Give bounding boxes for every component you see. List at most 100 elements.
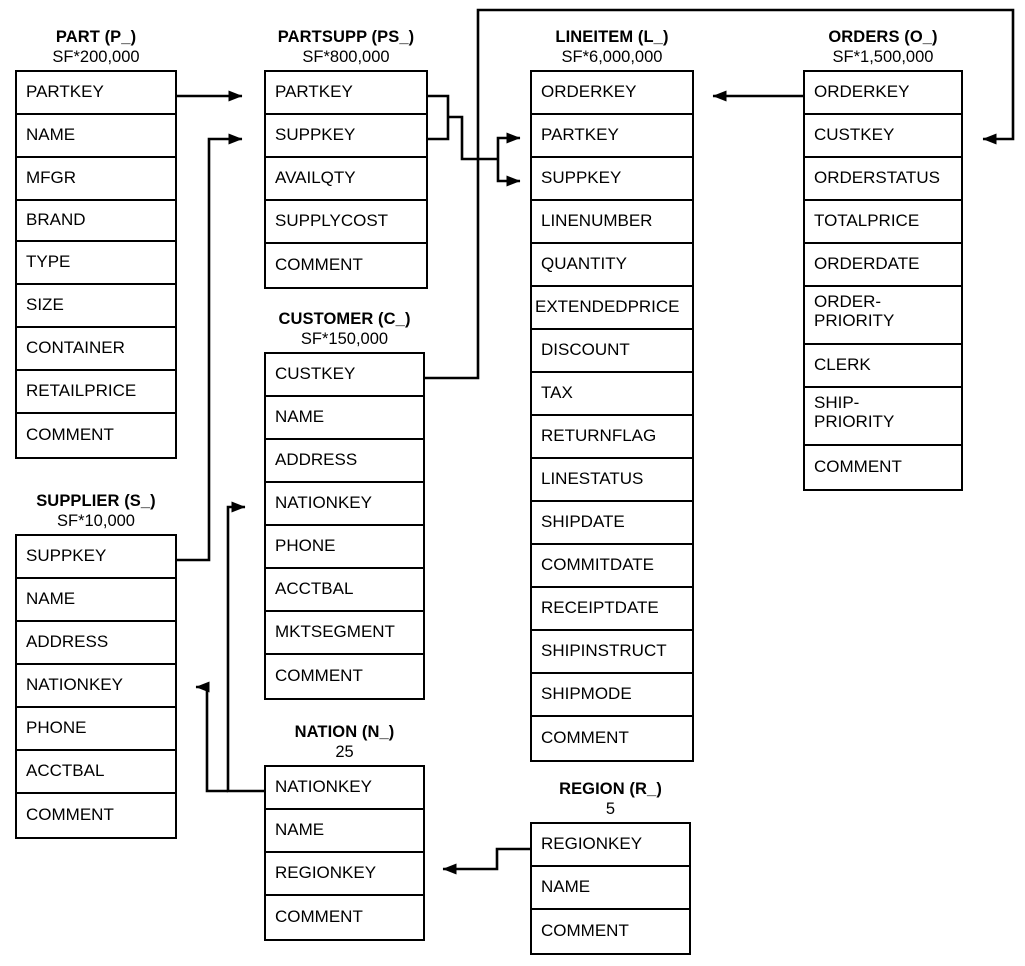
entity-region-cardinality: 5 (605, 799, 616, 818)
entity-nation-table: NATIONKEY NAME REGIONKEY COMMENT (264, 764, 425, 941)
attr-customer-phone[interactable]: PHONE (266, 526, 423, 569)
entity-partsupp-cardinality: SF*800,000 (302, 47, 390, 66)
attr-nation-nationkey[interactable]: NATIONKEY (266, 767, 423, 810)
attr-orders-comment[interactable]: COMMENT (814, 457, 902, 477)
attr-lineitem-orderkey[interactable]: ORDERKEY (532, 72, 692, 115)
attr-customer-comment[interactable]: COMMENT (275, 666, 363, 686)
link-partsupp-stem (448, 115, 498, 161)
attr-lineitem-extendedprice[interactable]: EXTENDEDPRICE (532, 287, 692, 330)
entity-orders: ORDERS (O_) SF*1,500,000 ORDERKEY CUSTKE… (803, 28, 963, 491)
attr-lineitem-partkey[interactable]: PARTKEY (532, 115, 692, 158)
attr-lineitem-returnflag[interactable]: RETURNFLAG (532, 416, 692, 459)
attr-lineitem-discount[interactable]: DISCOUNT (532, 330, 692, 373)
attr-customer-custkey[interactable]: CUSTKEY (266, 354, 423, 397)
attr-part-brand[interactable]: BRAND (17, 201, 175, 242)
attr-supplier-address[interactable]: ADDRESS (17, 622, 175, 665)
attr-part-retailprice[interactable]: RETAILPRICE (17, 371, 175, 414)
entity-customer-table: CUSTKEY NAME ADDRESS NATIONKEY PHONE ACC… (264, 351, 425, 700)
entity-orders-title: ORDERS (O_) (828, 28, 938, 46)
attr-orders-order-priority-line1: ORDER- (814, 291, 882, 311)
link-partsupp-lineitem-suppkey (496, 159, 521, 187)
attr-lineitem-commitdate[interactable]: COMMITDATE (532, 545, 692, 588)
entity-region-table: REGIONKEY NAME COMMENT (530, 821, 691, 955)
attr-partsupp-suppkey[interactable]: SUPPKEY (266, 115, 426, 158)
entity-orders-table: ORDERKEY CUSTKEY ORDERSTATUS TOTALPRICE … (803, 69, 963, 491)
attr-orders-ship-priority-line2: PRIORITY (814, 412, 895, 432)
attr-orders-totalprice[interactable]: TOTALPRICE (805, 201, 961, 244)
attr-orders-clerk[interactable]: CLERK (805, 345, 961, 388)
entity-lineitem-table: ORDERKEY PARTKEY SUPPKEY LINENUMBER QUAN… (530, 69, 694, 762)
attr-orders-ship-priority[interactable]: SHIP- PRIORITY (805, 388, 961, 446)
attr-partsupp-partkey[interactable]: PARTKEY (266, 72, 426, 115)
attr-partsupp-supplycost[interactable]: SUPPLYCOST (266, 201, 426, 244)
attr-lineitem-linestatus[interactable]: LINESTATUS (532, 459, 692, 502)
attr-supplier-nationkey[interactable]: NATIONKEY (17, 665, 175, 708)
link-supplier-partsupp (177, 133, 243, 562)
entity-part: PART (P_) SF*200,000 PARTKEY NAME MFGR B… (15, 28, 177, 459)
entity-customer-title: CUSTOMER (C_) (278, 310, 411, 328)
entity-partsupp: PARTSUPP (PS_) SF*800,000 PARTKEY SUPPKE… (264, 28, 428, 289)
entity-region: REGION (R_) 5 REGIONKEY NAME COMMENT (530, 780, 691, 955)
entity-part-table: PARTKEY NAME MFGR BRAND TYPE SIZE CONTAI… (15, 69, 177, 459)
entity-supplier-title: SUPPLIER (S_) (36, 492, 156, 510)
attr-part-container[interactable]: CONTAINER (17, 328, 175, 371)
link-nation-supplier (195, 681, 228, 793)
entity-customer-cardinality: SF*150,000 (300, 329, 389, 348)
attr-region-comment[interactable]: COMMENT (541, 921, 629, 941)
entity-supplier: SUPPLIER (S_) SF*10,000 SUPPKEY NAME ADD… (15, 492, 177, 839)
attr-nation-comment[interactable]: COMMENT (275, 907, 363, 927)
attr-lineitem-shipinstruct[interactable]: SHIPINSTRUCT (532, 631, 692, 674)
entity-lineitem-cardinality: SF*6,000,000 (561, 47, 663, 66)
attr-part-mfgr[interactable]: MFGR (17, 158, 175, 201)
entity-partsupp-title: PARTSUPP (PS_) (277, 28, 415, 46)
attr-lineitem-comment[interactable]: COMMENT (541, 728, 629, 748)
attr-orders-order-priority[interactable]: ORDER- PRIORITY (805, 287, 961, 345)
attr-customer-address[interactable]: ADDRESS (266, 440, 423, 483)
entity-supplier-table: SUPPKEY NAME ADDRESS NATIONKEY PHONE ACC… (15, 533, 177, 839)
attr-lineitem-quantity[interactable]: QUANTITY (532, 244, 692, 287)
attr-orders-orderstatus[interactable]: ORDERSTATUS (805, 158, 961, 201)
attr-supplier-acctbal[interactable]: ACCTBAL (17, 751, 175, 794)
attr-region-name[interactable]: NAME (532, 867, 689, 910)
attr-partsupp-comment[interactable]: COMMENT (275, 255, 363, 275)
link-partsupp-lineitem-partkey (496, 132, 521, 159)
attr-nation-name[interactable]: NAME (266, 810, 423, 853)
attr-supplier-phone[interactable]: PHONE (17, 708, 175, 751)
attr-customer-name[interactable]: NAME (266, 397, 423, 440)
attr-customer-nationkey[interactable]: NATIONKEY (266, 483, 423, 526)
entity-nation: NATION (N_) 25 NATIONKEY NAME REGIONKEY … (264, 723, 425, 941)
attr-orders-orderdate[interactable]: ORDERDATE (805, 244, 961, 287)
link-region-nation (442, 847, 530, 875)
attr-lineitem-receiptdate[interactable]: RECEIPTDATE (532, 588, 692, 631)
attr-nation-regionkey[interactable]: REGIONKEY (266, 853, 423, 896)
attr-part-comment[interactable]: COMMENT (26, 425, 114, 445)
attr-partsupp-availqty[interactable]: AVAILQTY (266, 158, 426, 201)
attr-part-size[interactable]: SIZE (17, 285, 175, 328)
entity-part-cardinality: SF*200,000 (52, 47, 140, 66)
attr-customer-acctbal[interactable]: ACCTBAL (266, 569, 423, 612)
attr-orders-orderkey[interactable]: ORDERKEY (805, 72, 961, 115)
attr-lineitem-shipdate[interactable]: SHIPDATE (532, 502, 692, 545)
link-nation-customer (226, 501, 264, 793)
attr-region-regionkey[interactable]: REGIONKEY (532, 824, 689, 867)
entity-customer: CUSTOMER (C_) SF*150,000 CUSTKEY NAME AD… (264, 310, 425, 700)
entity-nation-cardinality: 25 (335, 742, 354, 761)
attr-part-name[interactable]: NAME (17, 115, 175, 158)
attr-supplier-name[interactable]: NAME (17, 579, 175, 622)
attr-orders-order-priority-line2: PRIORITY (814, 311, 895, 331)
link-partsupp-bracket (428, 94, 450, 141)
attr-lineitem-tax[interactable]: TAX (532, 373, 692, 416)
entity-nation-title: NATION (N_) (294, 723, 395, 741)
attr-supplier-suppkey[interactable]: SUPPKEY (17, 536, 175, 579)
attr-lineitem-linenumber[interactable]: LINENUMBER (532, 201, 692, 244)
attr-orders-custkey[interactable]: CUSTKEY (805, 115, 961, 158)
attr-part-type[interactable]: TYPE (17, 242, 175, 285)
attr-customer-mktsegment[interactable]: MKTSEGMENT (266, 612, 423, 655)
entity-orders-cardinality: SF*1,500,000 (832, 47, 934, 66)
attr-lineitem-shipmode[interactable]: SHIPMODE (532, 674, 692, 717)
attr-supplier-comment[interactable]: COMMENT (26, 805, 114, 825)
attr-orders-ship-priority-line1: SHIP- (814, 392, 860, 412)
attr-lineitem-suppkey[interactable]: SUPPKEY (532, 158, 692, 201)
attr-part-partkey[interactable]: PARTKEY (17, 72, 175, 115)
